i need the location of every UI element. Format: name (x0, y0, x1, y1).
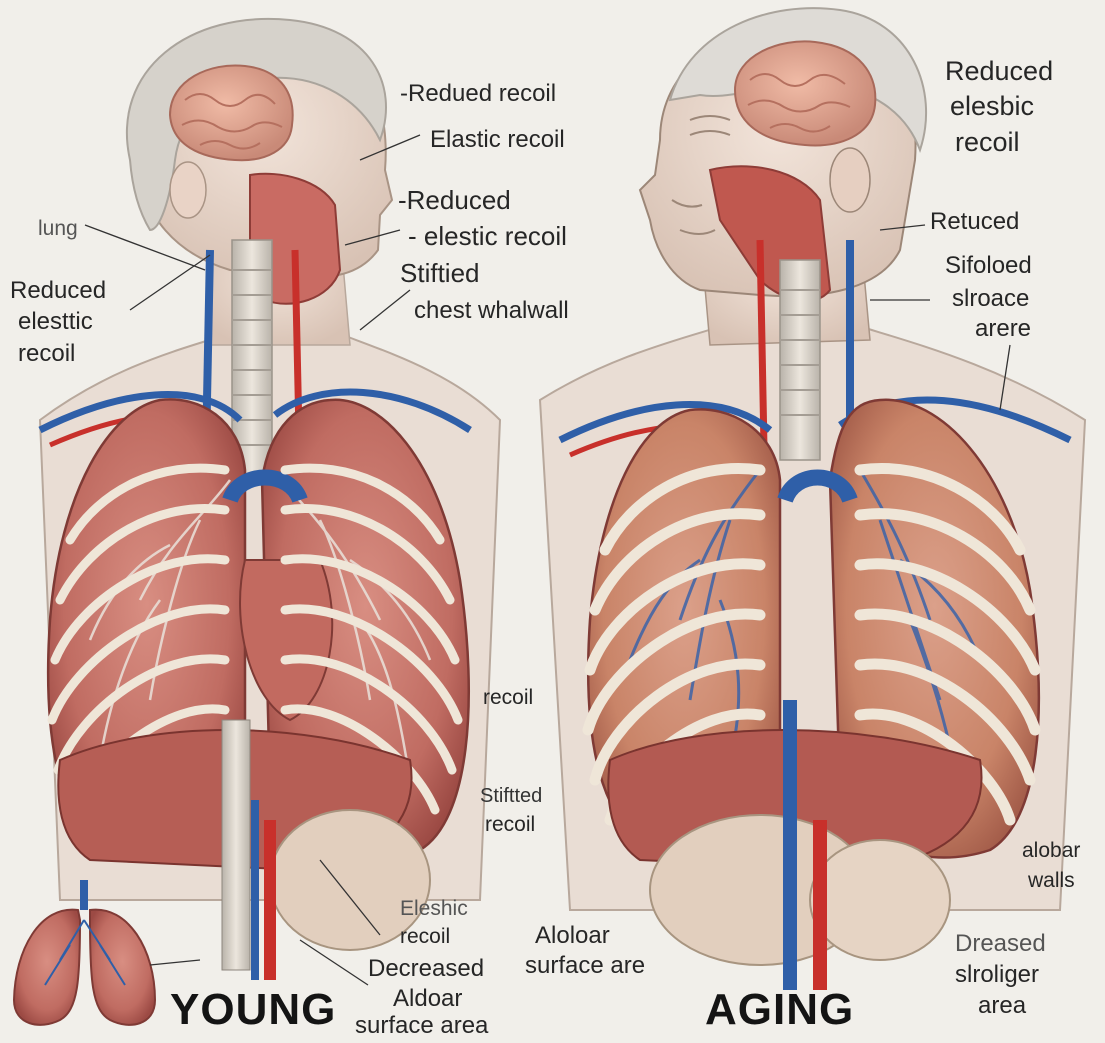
label-reduced-left: Reduced (10, 277, 106, 305)
label-decreased: Decreased (368, 955, 484, 983)
label-elesbic-aging: elesbic (950, 90, 1034, 122)
label-reduced-aging: Reduced (945, 55, 1053, 87)
label-eleshic: Eleshic (400, 896, 468, 921)
label-walls: walls (1028, 868, 1075, 893)
label-recoil-aging: recoil (955, 126, 1020, 158)
label-redued-recoil: -Redued recoil (400, 80, 556, 108)
young-ear (170, 162, 206, 218)
label-retuced: Retuced (930, 208, 1019, 236)
young-figure (14, 19, 500, 1025)
label-aldoar: Aldoar (393, 985, 462, 1013)
label-area-aging: area (978, 992, 1026, 1020)
aging-ear (830, 148, 870, 212)
label-elestic-recoil: - elestic recoil (408, 222, 567, 250)
label-elesttic-left: elesttic (18, 308, 93, 336)
small-lungs-icon (14, 880, 155, 1025)
label-surface-area-young: surface area (355, 1012, 488, 1040)
label-arere: arere (975, 315, 1031, 343)
label-surface-are: surface are (525, 952, 645, 980)
label-recoil-eleshic: recoil (400, 924, 450, 949)
label-chest-whalwall: chest whalwall (414, 297, 569, 325)
label-lung: lung (38, 216, 78, 241)
label-slroliger: slroliger (955, 961, 1039, 989)
label-aloloar: Aloloar (535, 922, 610, 950)
label-alobar: alobar (1022, 838, 1080, 863)
label-recoil-left: recoil (18, 340, 75, 368)
label-sifoloed: Sifoloed (945, 252, 1032, 280)
label-stiftied: Stiftied (400, 259, 480, 287)
label-recoil-stiftted: recoil (485, 812, 535, 837)
label-dreased: Dreased (955, 930, 1046, 958)
label-stiftted: Stiftted (480, 784, 542, 808)
label-slroace: slroace (952, 285, 1029, 313)
label-recoil-mid: recoil (483, 685, 533, 710)
aging-title: AGING (705, 985, 854, 1035)
young-title: YOUNG (170, 985, 336, 1035)
label-reduced: -Reduced (398, 186, 511, 214)
label-elastic-recoil: Elastic recoil (430, 126, 565, 154)
